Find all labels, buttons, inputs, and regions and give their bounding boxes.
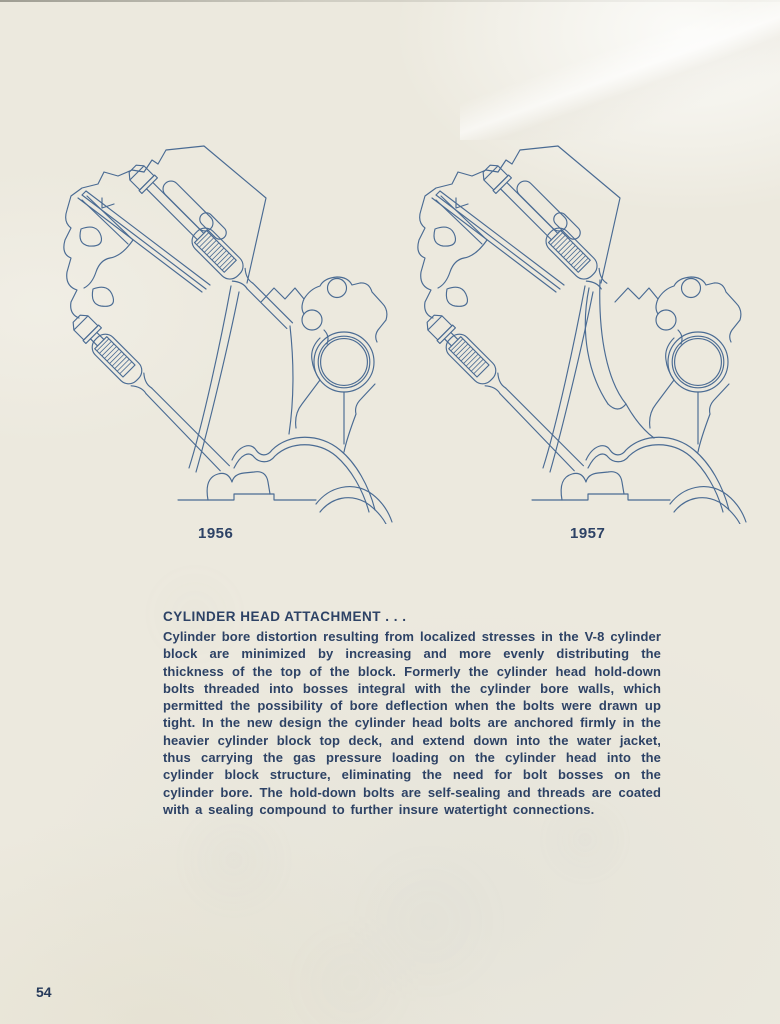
page-number: 54 (36, 984, 52, 1000)
scan-edge-shadow (0, 0, 780, 2)
page-crease (460, 0, 780, 140)
figure-label-1957: 1957 (570, 525, 606, 542)
engine-cross-section-drawing-1957 (417, 145, 747, 524)
figure-engine-section-1956 (58, 142, 393, 524)
figure-label-1956: 1956 (198, 525, 234, 542)
engine-cross-section-drawing-1956 (63, 145, 393, 524)
section-body-paragraph: Cylinder bore distortion resulting from … (163, 629, 661, 817)
section-heading: CYLINDER HEAD ATTACHMENT . . . (163, 609, 407, 624)
figure-engine-section-1957 (412, 142, 747, 524)
